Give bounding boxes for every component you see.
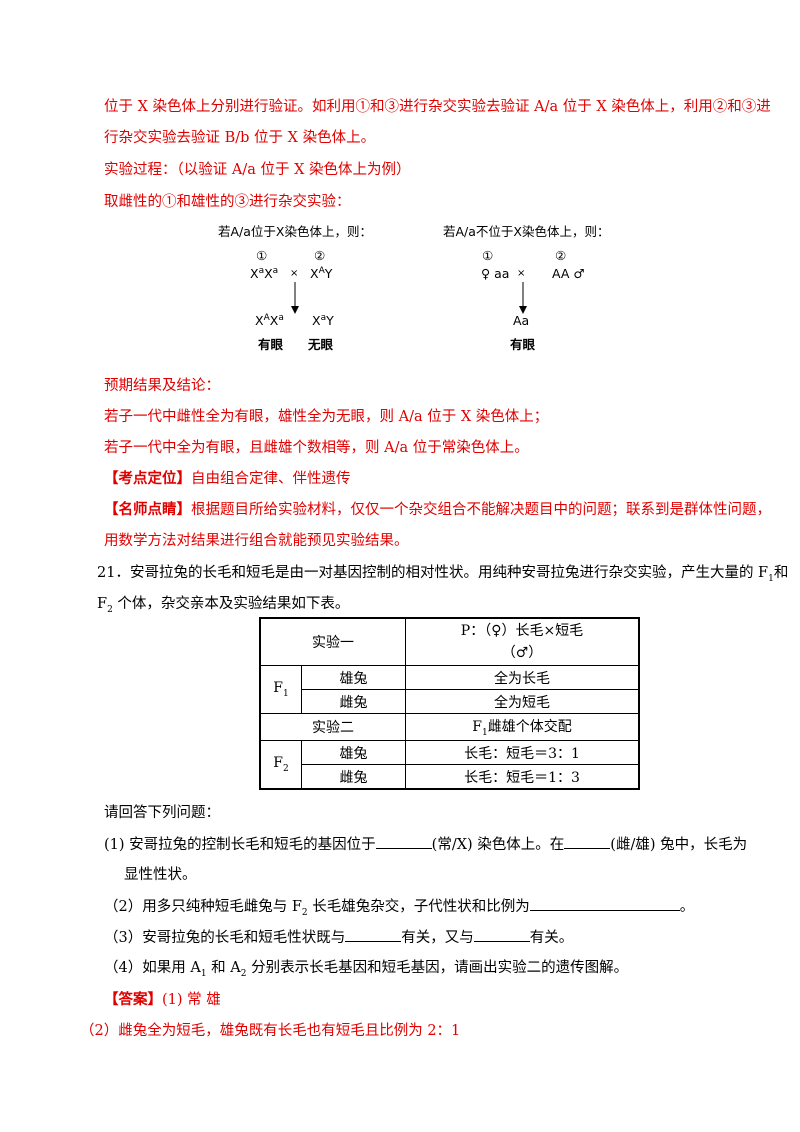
diagram-right-parent2-number: ② bbox=[555, 248, 567, 263]
table-f1-male: 雄兔 bbox=[301, 665, 406, 690]
question-1: (1) 安哥拉兔的控制长毛和短毛的基因位于(常/X) 染色体上。在(雌/雄) 兔… bbox=[104, 834, 747, 855]
mingshi-text: 根据题目所给实验材料，仅仅一个杂交组合不能解决题目中的问题；联系到是群体性问题， bbox=[191, 502, 771, 518]
diagram-left-child1-phenotype: 有眼 bbox=[258, 337, 284, 352]
diagram-left-parent2-number: ② bbox=[314, 248, 326, 263]
table-f2-female: 雌兔 bbox=[301, 764, 406, 790]
answer-line-3: 实验过程：（以验证 A/a 位于 X 染色体上为例） bbox=[104, 162, 411, 178]
table-f1-female-result: 全为短毛 bbox=[405, 689, 640, 714]
conclusion-line-1: 若子一代中雌性全为有眼，雄性全为无眼，则 A/a 位于 X 染色体上； bbox=[104, 409, 549, 425]
answer-line: 【答案】(1) 常 雄 bbox=[104, 990, 221, 1010]
diagram-left-parent2-genotype: XAY bbox=[310, 266, 333, 282]
blank-1[interactable] bbox=[375, 834, 432, 849]
blank-4[interactable] bbox=[345, 927, 402, 942]
question-2: （2）用多只纯种短毛雌兔与 F2 长毛雄兔杂交，子代性状和比例为。 bbox=[104, 896, 694, 923]
mingshi-line-2: 用数学方法对结果进行组合就能预见实验结果。 bbox=[104, 533, 409, 549]
diagram-right-parent1-number: ① bbox=[482, 248, 494, 263]
diagram-left-parent1-number: ① bbox=[256, 248, 268, 263]
question-21-line-2: F2 个体，杂交亲本及实验结果如下表。 bbox=[97, 596, 350, 615]
diagram-right-cross-symbol: × bbox=[517, 268, 526, 279]
diagram-right-parent2-genotype: AA ♂ bbox=[552, 266, 585, 281]
diagram-left-cross-symbol: × bbox=[290, 268, 299, 279]
table-f2-female-result: 长毛：短毛＝1：3 bbox=[405, 764, 640, 790]
table-f1-label: F1 bbox=[259, 665, 302, 714]
table-f1-female: 雌兔 bbox=[301, 689, 406, 714]
diagram-left-child1-genotype: XAXa bbox=[255, 313, 284, 329]
answer-line-4: 取雌性的①和雄性的③进行杂交实验： bbox=[104, 194, 351, 210]
diagram-left-arrow bbox=[291, 282, 299, 314]
table-f2-male: 雄兔 bbox=[301, 740, 406, 765]
table-f2-male-result: 长毛：短毛＝3：1 bbox=[405, 740, 640, 765]
table-f2-label: F2 bbox=[259, 740, 302, 790]
answer-1: (1) 常 雄 bbox=[162, 992, 221, 1008]
conclusion-line-2: 若子一代中全为有眼，且雌雄个数相等，则 A/a 位于常染色体上。 bbox=[104, 440, 529, 456]
diagram-left-parent1-genotype: XaXa bbox=[250, 266, 279, 282]
diagram-left-child2-phenotype: 无眼 bbox=[308, 337, 334, 352]
expected-results-heading: 预期结果及结论： bbox=[104, 378, 220, 394]
diagram-left-child2-genotype: XaY bbox=[312, 313, 334, 329]
answer-label: 【答案】 bbox=[104, 991, 162, 1008]
mingshi-line: 【名师点睛】根据题目所给实验材料，仅仅一个杂交组合不能解决题目中的问题；联系到是… bbox=[104, 500, 771, 520]
blank-5[interactable] bbox=[473, 927, 530, 942]
answer-2: （2）雌兔全为短毛，雄兔既有长毛也有短毛且比例为 2：1 bbox=[80, 1023, 461, 1039]
diagram-right-parent1-genotype: ♀ aa bbox=[481, 266, 510, 281]
mingshi-label: 【名师点睛】 bbox=[104, 501, 191, 518]
answer-line-1: 位于 X 染色体上分别进行验证。如利用①和③进行杂交实验去验证 A/a 位于 X… bbox=[104, 99, 771, 115]
diagram-right-heading: 若A/a不位于X染色体上，则： bbox=[443, 224, 610, 239]
blank-3[interactable] bbox=[529, 896, 680, 911]
kaodian-label: 【考点定位】 bbox=[104, 470, 191, 487]
blank-2[interactable] bbox=[564, 834, 611, 849]
answer-line-2: 行杂交实验去验证 B/b 位于 X 染色体上。 bbox=[104, 130, 376, 146]
kaodian-text: 自由组合定律、伴性遗传 bbox=[191, 471, 351, 487]
diagram-left-heading: 若A/a位于X染色体上，则： bbox=[218, 224, 372, 239]
diagram-right-child-phenotype: 有眼 bbox=[510, 337, 536, 352]
question-4: （4）如果用 A1 和 A2 分别表示长毛基因和短毛基因，请画出实验二的遗传图解… bbox=[104, 960, 629, 979]
table-exp2-label: 实验二 bbox=[259, 713, 406, 741]
question-3: （3）安哥拉兔的长毛和短毛性状既与有关，又与有关。 bbox=[104, 927, 573, 948]
experiment-table: 实验一 P：（♀）长毛×短毛 （♂） F1 雄兔 全为长毛 雌兔 全为短毛 实验… bbox=[259, 617, 640, 790]
diagram-right-arrow bbox=[519, 282, 527, 314]
table-f1-male-result: 全为长毛 bbox=[405, 665, 640, 690]
questions-intro: 请回答下列问题： bbox=[104, 805, 220, 821]
table-parent-cross: P：（♀）长毛×短毛 （♂） bbox=[405, 617, 640, 666]
question-1-cont: 显性性状。 bbox=[124, 867, 197, 883]
diagram-right-child-genotype: Aa bbox=[513, 313, 530, 328]
table-exp1-label: 实验一 bbox=[259, 617, 406, 666]
table-exp2-desc: F1雌雄个体交配 bbox=[405, 713, 640, 741]
question-21-line-1: 21．安哥拉兔的长毛和短毛是由一对基因控制的相对性状。用纯种安哥拉兔进行杂交实验… bbox=[97, 565, 789, 584]
kaodian-line: 【考点定位】自由组合定律、伴性遗传 bbox=[104, 469, 351, 489]
